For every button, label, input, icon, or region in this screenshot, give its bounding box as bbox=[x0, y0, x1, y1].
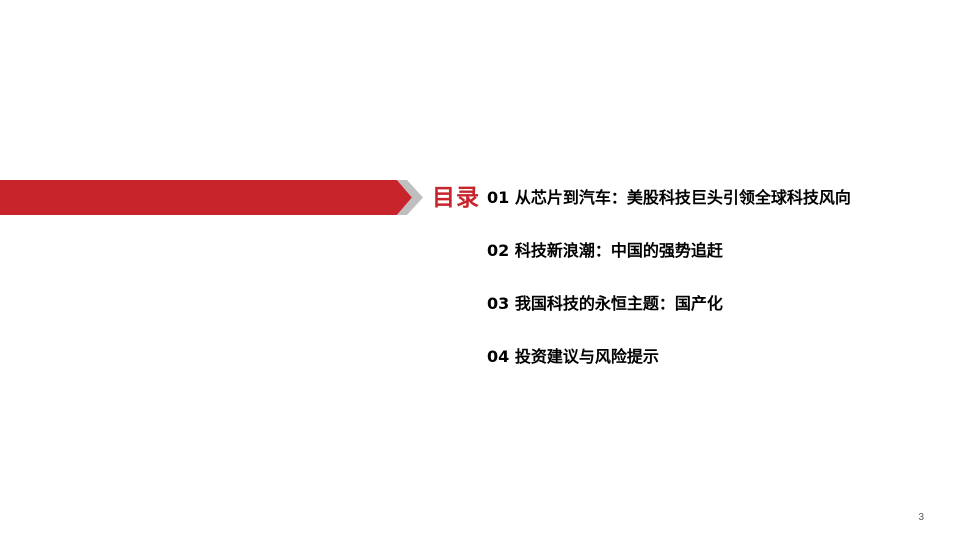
section-banner bbox=[0, 180, 423, 215]
page-number: 3 bbox=[918, 512, 924, 523]
banner-gray-chevron bbox=[397, 180, 423, 215]
toc-heading: 目录 bbox=[432, 185, 480, 211]
toc-item-02[interactable]: 02 科技新浪潮：中国的强势追赶 bbox=[487, 241, 723, 260]
toc-list: 01 从芯片到汽车：美股科技巨头引领全球科技风向 02 科技新浪潮：中国的强势追… bbox=[487, 181, 851, 393]
banner-red-arrow bbox=[0, 180, 412, 215]
toc-item-03[interactable]: 03 我国科技的永恒主题：国产化 bbox=[487, 294, 723, 313]
toc-item-04[interactable]: 04 投资建议与风险提示 bbox=[487, 347, 659, 366]
toc-item-01[interactable]: 01 从芯片到汽车：美股科技巨头引领全球科技风向 bbox=[487, 188, 851, 207]
